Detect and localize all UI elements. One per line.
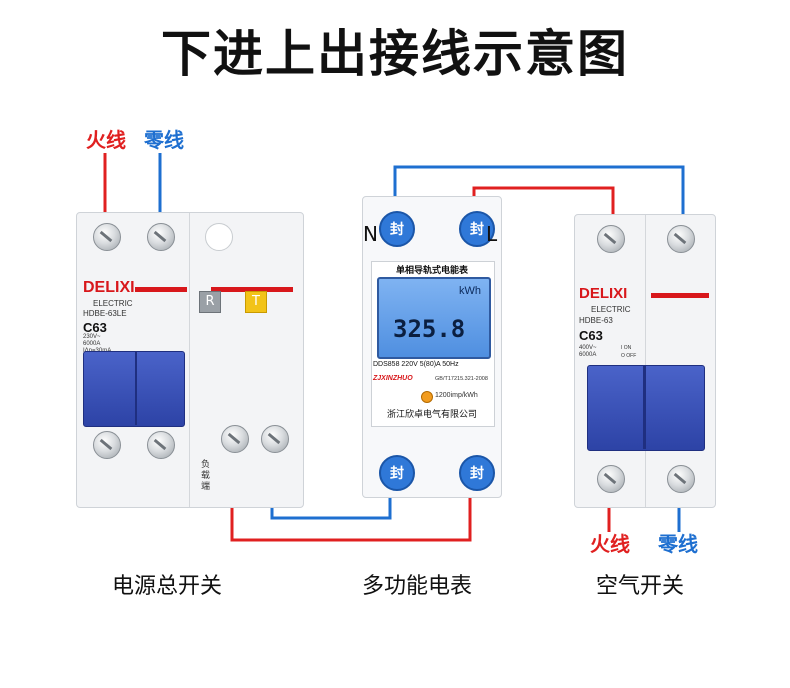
screw-icon	[667, 465, 695, 493]
screw-icon	[147, 223, 175, 251]
top-live-label: 火线	[86, 128, 126, 152]
bottom-live-label: 火线	[590, 532, 630, 556]
pulse-led-icon	[421, 391, 433, 403]
bottom-neutral-label: 零线	[658, 532, 698, 556]
red-stripe	[135, 287, 187, 292]
meter-unit: kWh	[459, 285, 481, 297]
main-switch-rating: C63	[83, 320, 107, 335]
meter-brand: ZJXINZHUO	[373, 375, 413, 382]
seal-bottom-left-icon: 封	[379, 455, 415, 491]
caption-air-switch: 空气开关	[596, 574, 685, 599]
top-neutral-label: 零线	[144, 128, 184, 152]
screw-icon	[261, 425, 289, 453]
test-button[interactable]: T	[245, 291, 267, 313]
seal-bottom-right-icon: 封	[459, 455, 495, 491]
seal-l-icon: 封	[459, 211, 495, 247]
screw-icon	[221, 425, 249, 453]
meter-lcd	[377, 277, 491, 359]
meter-l-label: L	[486, 222, 498, 246]
air-switch-brand: DELIXI	[579, 285, 628, 302]
air-switch-on: I ON	[621, 345, 632, 351]
main-switch-sub: ELECTRIC	[93, 299, 133, 308]
meter-imp: 1200imp/kWh	[435, 392, 478, 399]
meter-maker: 浙江欣卓电气有限公司	[386, 409, 477, 419]
main-switch: DELIXI ELECTRIC HDBE-63LE C63 230V~ 6000…	[76, 212, 304, 508]
main-switch-model: HDBE-63LE	[83, 309, 127, 318]
screw-icon	[93, 431, 121, 459]
meter-header: 单相导轨式电能表	[395, 265, 468, 275]
air-switch-spec1: 400V~	[579, 345, 597, 351]
energy-meter: 单相导轨式电能表 kWh 325.8 DDS858 220V 5(80)A 50…	[362, 196, 502, 498]
air-switch-model: HDBE-63	[579, 316, 613, 325]
screw-icon	[597, 225, 625, 253]
air-switch-off: O OFF	[621, 353, 637, 359]
main-switch-spec2: 6000A	[83, 341, 101, 347]
meter-spec: DDS858 220V 5(80)A 50Hz	[373, 361, 459, 368]
main-switch-brand: DELIXI	[83, 279, 135, 296]
test-hole-icon	[205, 223, 233, 251]
air-switch-spec2: 6000A	[579, 352, 597, 358]
caption-meter: 多功能电表	[362, 574, 473, 599]
screw-icon	[93, 223, 121, 251]
screw-icon	[667, 225, 695, 253]
air-switch-handle[interactable]	[587, 365, 705, 451]
page-title: 下进上出接线示意图	[161, 25, 629, 83]
air-switch-sub: ELECTRIC	[591, 305, 631, 314]
meter-n-label: N	[363, 222, 378, 246]
main-switch-handle[interactable]	[83, 351, 185, 427]
red-stripe	[651, 293, 709, 298]
seal-n-icon: 封	[379, 211, 415, 247]
meter-reading: 325.8	[393, 315, 466, 343]
air-switch-rating: C63	[579, 328, 603, 343]
screw-icon	[597, 465, 625, 493]
caption-main-switch: 电源总开关	[112, 574, 223, 599]
air-switch: DELIXI ELECTRIC HDBE-63 C63 400V~ 6000A …	[574, 214, 716, 508]
load-terminal-label: 负载端	[201, 459, 211, 491]
red-stripe	[211, 287, 293, 292]
reset-button[interactable]: R	[199, 291, 221, 313]
main-switch-spec1: 230V~	[83, 334, 101, 340]
screw-icon	[147, 431, 175, 459]
meter-standard: GB/T17215.321-2008	[435, 376, 488, 382]
